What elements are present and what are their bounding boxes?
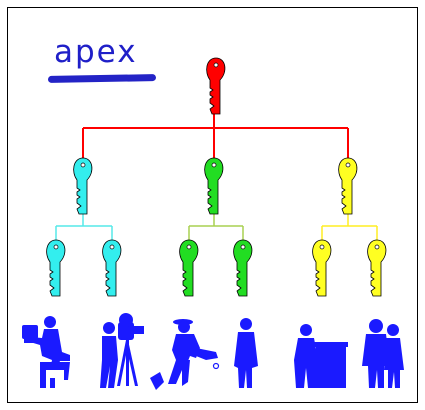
green-key-icon <box>233 239 253 297</box>
cyan-connector-lines <box>55 212 113 240</box>
green-connector-lines <box>188 212 244 240</box>
computer-worker-icon <box>22 316 70 388</box>
yellow-key-icon <box>367 239 387 297</box>
people-row <box>22 313 404 390</box>
cyan-key-icon <box>102 239 122 297</box>
couple-icon <box>362 319 404 388</box>
red-key-icon <box>206 57 226 115</box>
podium-speaker-icon <box>294 324 348 388</box>
apex-logo: apex <box>54 34 138 70</box>
cyan-key-icon <box>73 157 93 215</box>
yellow-connector-lines <box>321 212 378 240</box>
green-key-icon <box>179 239 199 297</box>
camera-operator-icon <box>100 313 144 388</box>
yellow-key-icon <box>312 239 332 297</box>
root-connector-lines <box>82 108 349 160</box>
standing-man-icon <box>234 318 258 388</box>
green-key-icon <box>204 157 224 215</box>
yellow-key-icon <box>338 157 358 215</box>
gardener-icon <box>150 319 220 390</box>
cyan-key-icon <box>46 239 66 297</box>
